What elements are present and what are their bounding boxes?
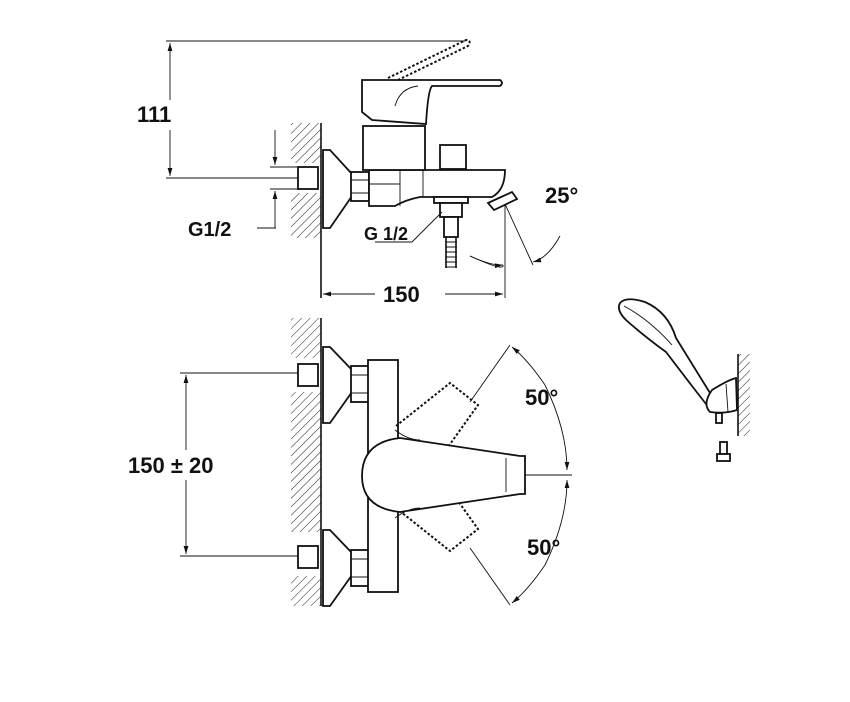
wall-hatch-middle	[291, 392, 321, 532]
top-view: 50° 50° 150 ± 20	[128, 318, 572, 607]
nut-lower	[350, 549, 370, 587]
shower-hose-connector	[443, 216, 459, 238]
lever-angle-up-label: 50°	[525, 385, 558, 410]
screw-head	[716, 453, 731, 462]
holder-thread	[715, 412, 723, 424]
shower-outlet-label: G 1/2	[364, 224, 408, 244]
mixer-body	[368, 169, 506, 207]
holder-bracket	[705, 376, 738, 414]
lever-left-position	[395, 381, 480, 448]
wall-hatch-holder	[738, 354, 750, 436]
centers-dimension-label: 150 ± 20	[128, 453, 213, 478]
wall-hatch-upper	[291, 123, 321, 163]
inlet-fitting-lower	[297, 545, 319, 569]
wall-hatch-top	[291, 318, 321, 358]
escutcheon-lower	[322, 529, 353, 607]
wall-hatch-bottom	[291, 576, 321, 606]
lever-top	[361, 437, 526, 513]
cartridge-housing	[362, 125, 426, 171]
projection-dimension-label: 150	[383, 282, 420, 307]
spout-angle-label: 25°	[545, 183, 578, 208]
diverter-knob	[439, 144, 467, 170]
hand-shower-holder	[617, 298, 750, 462]
hand-shower-head	[617, 298, 712, 406]
escutcheon-upper	[322, 346, 353, 424]
aerator	[486, 190, 519, 212]
side-view: 111 G1/2 G 1/2 150 25°	[137, 38, 578, 307]
lever-raised-position	[387, 38, 471, 81]
height-dimension-label: 111	[137, 102, 171, 127]
shower-outlet-nut	[439, 202, 463, 218]
escutcheon	[322, 149, 353, 229]
inlet-fitting	[297, 166, 319, 190]
nut	[350, 171, 370, 202]
nut-upper	[350, 365, 370, 403]
lever-right-position	[395, 486, 480, 553]
wall-connection-label: G1/2	[188, 219, 231, 241]
screw-shaft	[719, 441, 728, 455]
inlet-fitting-upper	[297, 363, 319, 387]
lever-angle-down-label: 50°	[527, 535, 560, 560]
lever-handle	[361, 79, 503, 125]
wall-hatch-lower	[291, 193, 321, 238]
